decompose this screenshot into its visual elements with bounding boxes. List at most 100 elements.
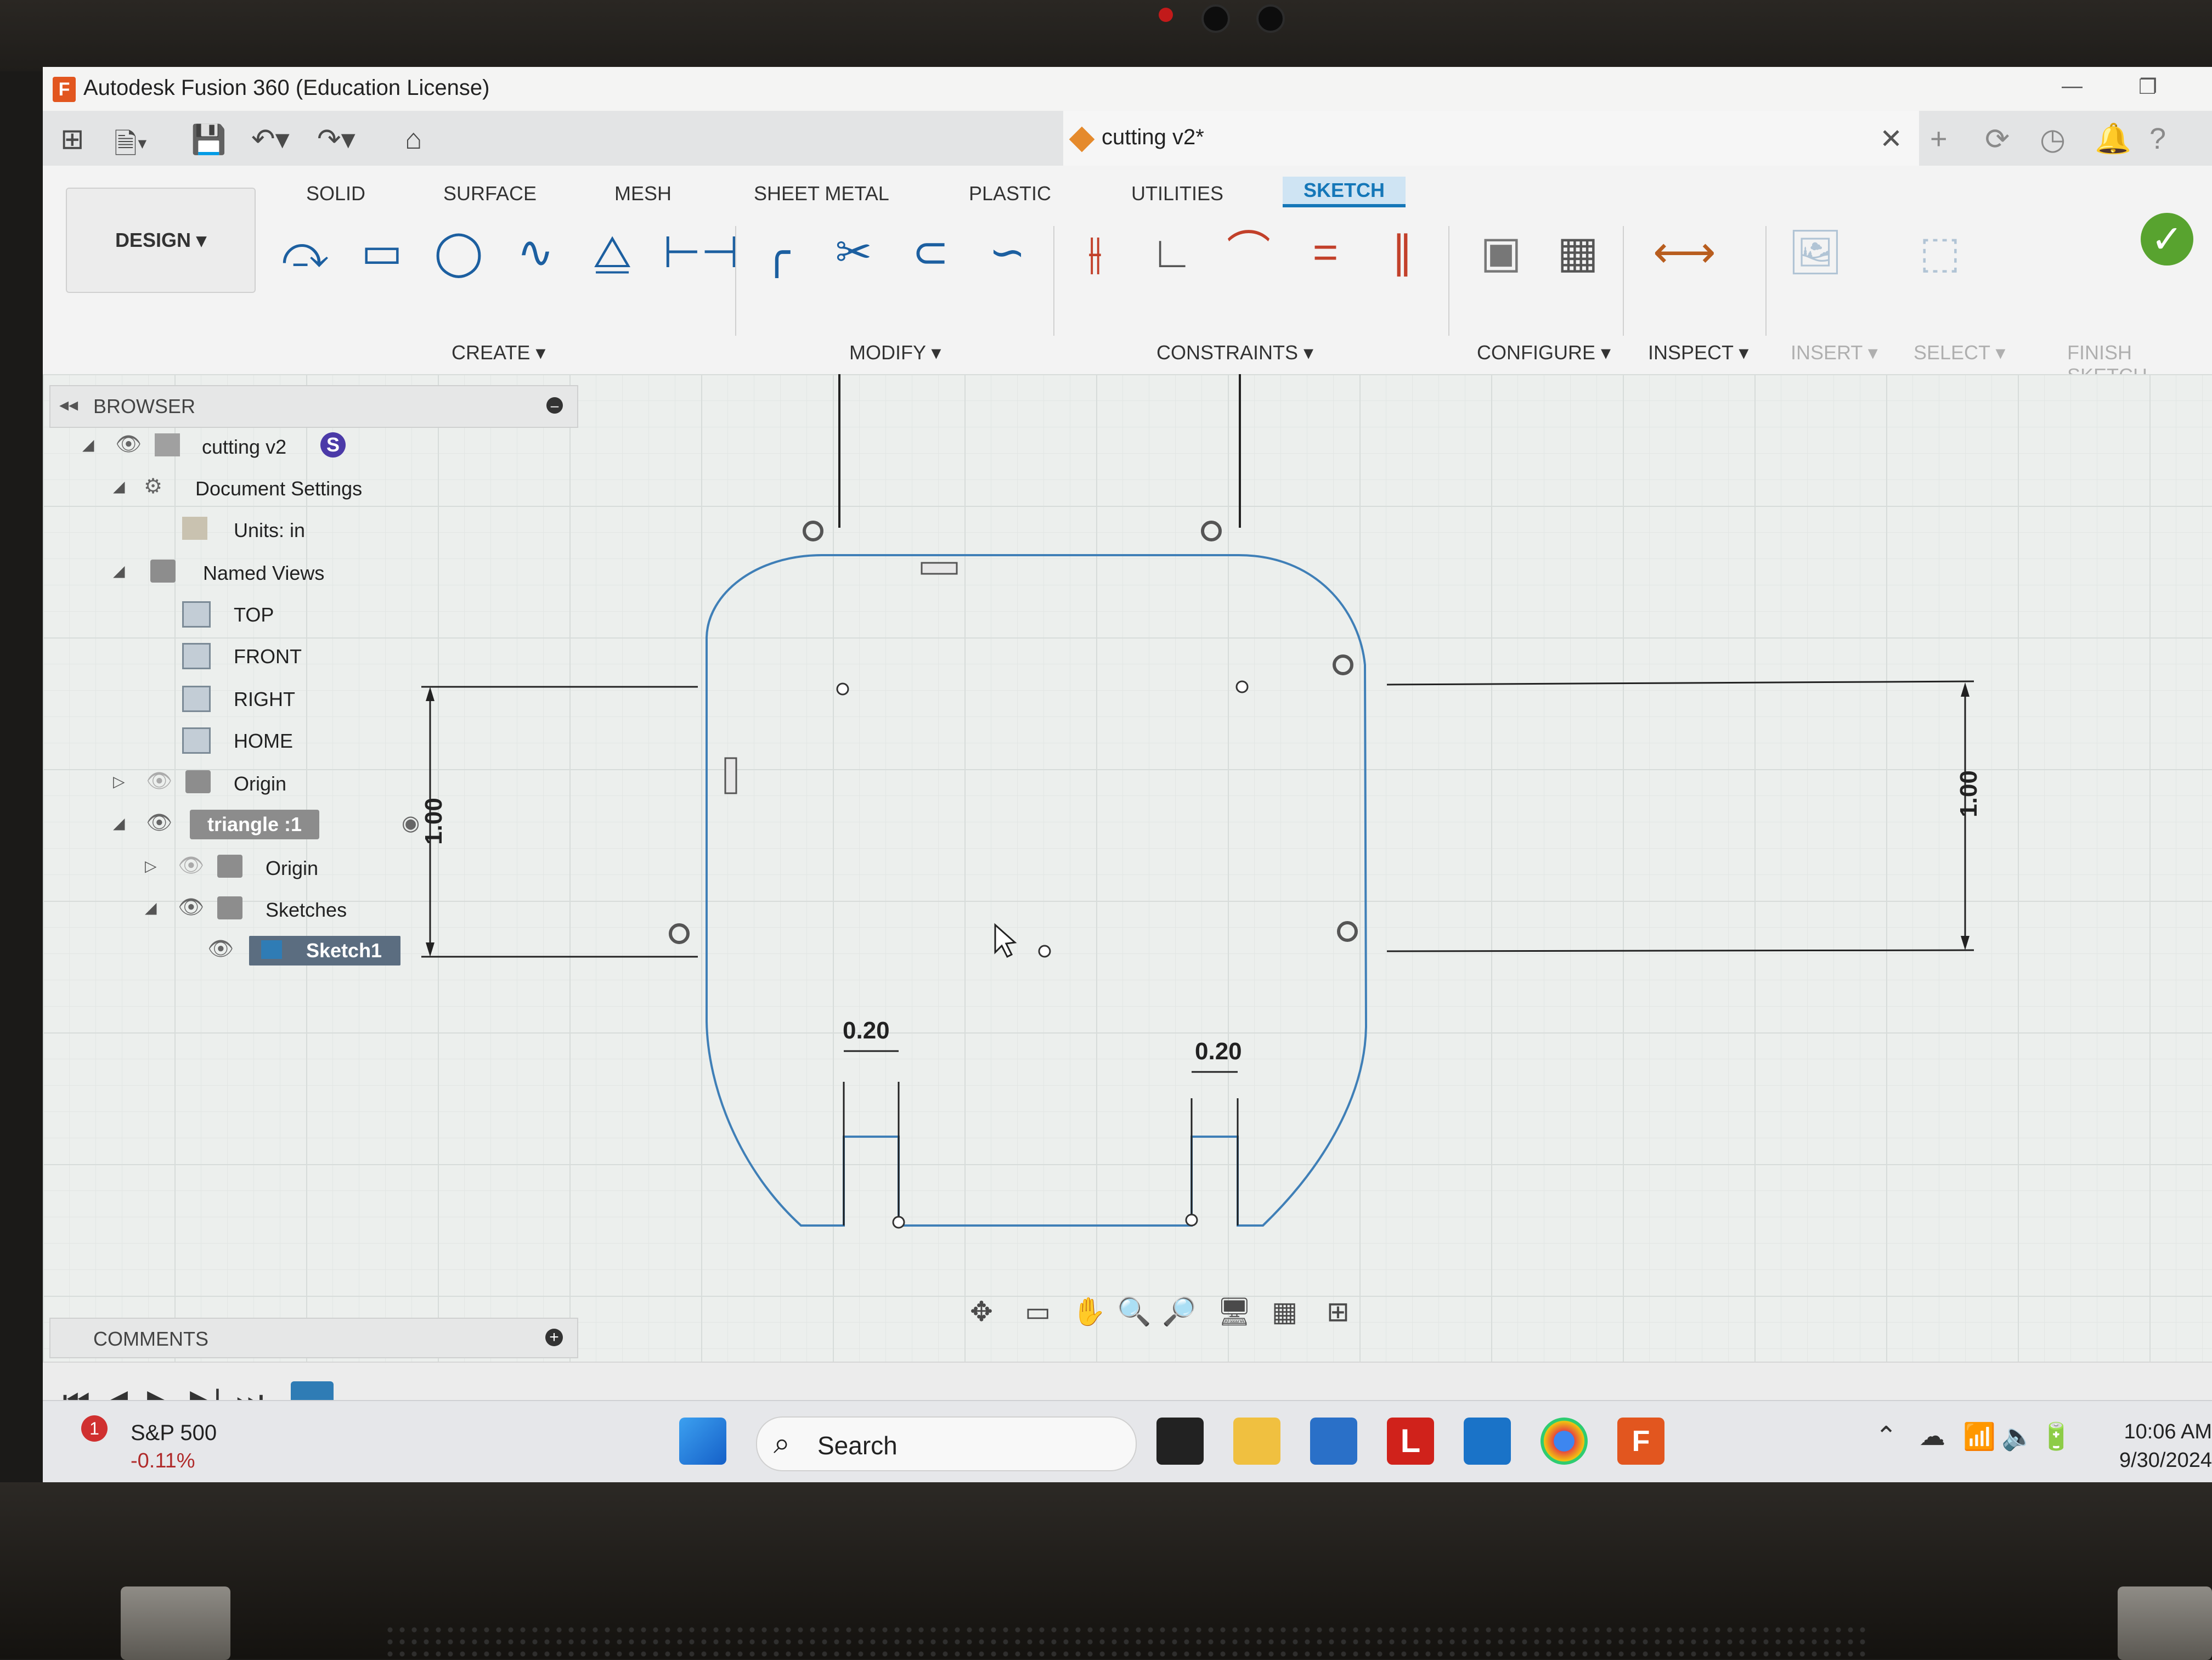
- file-menu-icon[interactable]: 🗎▾: [114, 128, 148, 160]
- show-hidden-icons-chevron-icon[interactable]: ⌃: [1875, 1422, 1898, 1451]
- dimension-slot-right[interactable]: 0.20: [1195, 1038, 1242, 1065]
- fillet-tool-icon[interactable]: ╭: [763, 228, 791, 276]
- expand-down-icon[interactable]: ◢: [113, 815, 125, 832]
- view-icon: [182, 601, 211, 628]
- grid-settings-icon[interactable]: ▦: [1272, 1296, 1298, 1327]
- expand-right-icon[interactable]: ▷: [145, 857, 157, 874]
- onedrive-icon[interactable]: ☁: [1919, 1422, 1945, 1451]
- measure-icon[interactable]: ⟷: [1653, 228, 1716, 276]
- look-at-icon[interactable]: ▭: [1025, 1296, 1051, 1327]
- file-explorer-icon[interactable]: [1233, 1418, 1280, 1465]
- home-icon[interactable]: ⌂: [405, 123, 422, 155]
- sketch-dimension-icon[interactable]: ⊢⊣: [663, 228, 740, 276]
- dimension-left-height[interactable]: 1.00: [420, 798, 447, 845]
- volume-icon[interactable]: 🔈: [2001, 1422, 2034, 1452]
- dimension-slot-left[interactable]: 0.20: [843, 1017, 890, 1044]
- pan-hand-icon[interactable]: ✋: [1072, 1296, 1107, 1327]
- expand-down-icon[interactable]: ◢: [113, 478, 125, 495]
- hidden-eye-icon[interactable]: 👁: [146, 770, 173, 793]
- curve-tool-icon[interactable]: ∽: [989, 228, 1026, 276]
- tab-mesh[interactable]: MESH: [614, 182, 672, 205]
- tab-solid[interactable]: SOLID: [306, 182, 366, 205]
- insert-menu[interactable]: INSERT ▾: [1791, 341, 1878, 364]
- new-tab-icon[interactable]: +: [1930, 122, 1948, 155]
- collapse-browser-icon[interactable]: ◂◂: [59, 394, 78, 415]
- fix-constraint-icon[interactable]: ⫲: [1088, 228, 1102, 276]
- taskbar-search[interactable]: ⌕ Search: [756, 1416, 1137, 1471]
- battery-icon[interactable]: 🔋: [2040, 1422, 2073, 1452]
- viewports-icon[interactable]: ⊞: [1327, 1296, 1350, 1327]
- browser-panel-header[interactable]: ◂◂ BROWSER –: [49, 385, 578, 428]
- equal-constraint-icon[interactable]: =: [1312, 228, 1339, 276]
- help-icon[interactable]: ?: [2149, 122, 2166, 155]
- start-button-windows-icon[interactable]: [679, 1418, 726, 1465]
- finish-sketch-check-icon[interactable]: ✓: [2141, 213, 2193, 266]
- expand-down-icon[interactable]: ◢: [82, 436, 94, 453]
- tab-surface[interactable]: SURFACE: [443, 182, 537, 205]
- close-document-button[interactable]: ✕: [1880, 123, 1903, 154]
- wifi-icon[interactable]: 📶: [1963, 1422, 1996, 1452]
- browser-minimize-icon[interactable]: –: [546, 397, 563, 414]
- fusion-taskbar-icon[interactable]: F: [1617, 1418, 1664, 1465]
- inspect-menu[interactable]: INSPECT ▾: [1648, 341, 1749, 364]
- modify-menu[interactable]: MODIFY ▾: [849, 341, 941, 364]
- undo-icon[interactable]: ↶▾: [251, 123, 290, 155]
- app-grid-icon[interactable]: ⊞: [60, 123, 84, 155]
- minimize-button[interactable]: —: [2062, 75, 2083, 98]
- rectangle-tool-icon[interactable]: ▭: [361, 228, 403, 276]
- document-tab[interactable]: cutting v2* ✕: [1063, 111, 1919, 166]
- save-icon[interactable]: 💾: [191, 124, 227, 156]
- sketch-canvas[interactable]: 1.00 1.00 0.20 0.20: [43, 374, 2212, 1362]
- create-menu[interactable]: CREATE ▾: [452, 341, 546, 364]
- zoom-icon[interactable]: 🔍: [1117, 1296, 1152, 1327]
- circle-tool-icon[interactable]: ◯: [434, 228, 483, 276]
- notifications-icon[interactable]: 🔔: [2095, 122, 2132, 155]
- expand-right-icon[interactable]: ▷: [113, 773, 125, 790]
- perpendicular-constraint-icon[interactable]: ∟: [1150, 228, 1194, 276]
- expand-down-icon[interactable]: ◢: [145, 899, 157, 916]
- trim-tool-icon[interactable]: ✂: [835, 228, 872, 276]
- constraints-menu[interactable]: CONSTRAINTS ▾: [1156, 341, 1314, 364]
- job-status-icon[interactable]: ⟳: [1985, 123, 2010, 156]
- redo-icon[interactable]: ↷▾: [317, 123, 356, 155]
- comments-panel[interactable]: COMMENTS +: [49, 1318, 578, 1358]
- configure-table-icon[interactable]: ▦: [1557, 228, 1599, 276]
- l-app-icon[interactable]: L: [1387, 1418, 1434, 1465]
- visibility-eye-icon[interactable]: 👁: [178, 896, 205, 919]
- restore-button[interactable]: ❐: [2138, 76, 2158, 99]
- visibility-eye-icon[interactable]: 👁: [146, 811, 173, 834]
- spline-tool-icon[interactable]: ∿: [517, 228, 554, 276]
- microsoft-store-icon[interactable]: [1310, 1418, 1357, 1465]
- expand-down-icon[interactable]: ◢: [113, 562, 125, 579]
- configure-menu[interactable]: CONFIGURE ▾: [1477, 341, 1611, 364]
- hidden-eye-icon[interactable]: 👁: [178, 854, 205, 877]
- display-settings-icon[interactable]: 🖥: [1217, 1296, 1252, 1327]
- clock-icon[interactable]: ◷: [2040, 123, 2066, 156]
- outlook-icon[interactable]: [1464, 1418, 1511, 1465]
- workspace-switcher[interactable]: DESIGN ▾: [66, 188, 256, 293]
- visibility-eye-icon[interactable]: 👁: [207, 938, 234, 961]
- tab-sketch[interactable]: SKETCH: [1283, 177, 1406, 207]
- visibility-eye-icon[interactable]: 👁: [115, 433, 142, 456]
- add-comment-icon[interactable]: +: [545, 1329, 563, 1346]
- dimension-right-height[interactable]: 1.00: [1955, 770, 1982, 817]
- mirror-tool-icon[interactable]: ⧋: [592, 228, 632, 276]
- zoom-window-icon[interactable]: 🔎: [1162, 1296, 1197, 1327]
- select-menu[interactable]: SELECT ▾: [1914, 341, 2006, 364]
- tab-plastic[interactable]: PLASTIC: [969, 182, 1052, 205]
- task-view-icon[interactable]: [1156, 1418, 1204, 1465]
- tab-sheet-metal[interactable]: SHEET METAL: [754, 182, 889, 205]
- sketch-geometry[interactable]: [43, 374, 2212, 1362]
- tangent-constraint-icon[interactable]: ⌒: [1227, 228, 1271, 276]
- tab-utilities[interactable]: UTILITIES: [1131, 182, 1224, 205]
- chrome-icon[interactable]: [1541, 1418, 1588, 1465]
- taskbar-clock[interactable]: 10:06 AM 9/30/2024: [2119, 1418, 2212, 1475]
- select-cursor-icon[interactable]: ⬚: [1919, 228, 1961, 276]
- insert-image-icon[interactable]: 🖼: [1787, 228, 1843, 276]
- configure-cube-icon[interactable]: ▣: [1480, 228, 1522, 276]
- activate-radio-icon[interactable]: ◉: [402, 812, 420, 835]
- offset-tool-icon[interactable]: ⊂: [912, 228, 949, 276]
- parallel-constraint-icon[interactable]: ∥: [1391, 228, 1413, 276]
- orbit-icon[interactable]: ✥: [970, 1296, 993, 1327]
- line-tool-icon[interactable]: ⤼: [281, 228, 329, 276]
